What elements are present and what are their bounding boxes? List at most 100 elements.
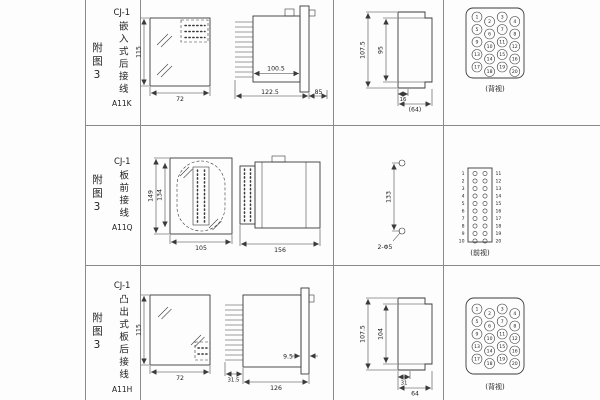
rear-terminal-studs [225, 304, 243, 361]
table-grid [85, 0, 600, 400]
terminal-pin [484, 16, 495, 27]
dim-text-total: 126 [270, 385, 282, 392]
model-name: CJ-1 [113, 281, 131, 291]
terminal-pin-number: 3 [501, 15, 504, 21]
terminal-pin-number: 8 [462, 224, 465, 230]
terminal-pin-number: 3 [462, 186, 465, 192]
a11h-front-view: 115 72 [136, 294, 211, 382]
row-a11k-header: 附图3 CJ-1 嵌入式后接线 A11K [85, 0, 140, 125]
row-a11q-header: 附图3 CJ-1 板前接线 A11Q [85, 125, 140, 265]
figure-a11h: 115 72 9.5 31.5 126 107.5 104 [136, 287, 525, 398]
a11k-panel-cutout: 107.5 95 16 (64) [360, 11, 433, 114]
terminal-pin [482, 201, 488, 206]
view-caption: (前视) [470, 248, 490, 257]
terminal-strip-outline [467, 167, 493, 243]
dim-text-outer-height: 107.5 [360, 41, 367, 59]
dim-text-outer-height: 149 [148, 190, 155, 202]
model-code: A11K [112, 99, 132, 108]
model-code: A11H [112, 384, 133, 394]
terminal-pin [509, 28, 521, 40]
dim-text-studs: 31.5 [227, 378, 239, 384]
terminal-pin [496, 36, 508, 48]
model-name: CJ-1 [113, 157, 131, 167]
terminal-pin [496, 303, 508, 315]
terminal-pin [471, 49, 483, 60]
terminal-pin [484, 41, 495, 52]
terminal-pin [471, 36, 483, 48]
terminal-pin-number: 10 [487, 44, 493, 50]
terminal-pin [509, 308, 521, 319]
terminal-pin [472, 231, 478, 236]
terminal-pin-number: 7 [501, 27, 504, 33]
terminal-pin-number: 9 [476, 40, 479, 46]
terminal-pin-number: 17 [496, 216, 502, 222]
terminal-pin [484, 28, 495, 40]
terminal-pin-number: 5 [476, 319, 479, 325]
terminal-pin-number: 6 [488, 32, 491, 38]
view-caption: (背视) [485, 382, 505, 391]
terminal-pin [482, 193, 488, 199]
terminal-pin-number: 11 [496, 171, 502, 177]
terminal-pin-number: 5 [462, 201, 465, 207]
terminal-pin [509, 53, 521, 65]
extension-lines [154, 157, 233, 244]
terminal-pin-number: 1 [476, 307, 479, 313]
terminal-plate-outline [465, 297, 525, 375]
dim-text-width: (64) [409, 107, 422, 114]
figure-number-label: 附图3 [91, 311, 103, 354]
terminal-pin-number: 16 [496, 209, 502, 215]
cutout-outline [397, 297, 433, 371]
terminal-pin-number: 13 [474, 344, 480, 350]
terminal-pin-number: 9 [476, 332, 479, 338]
terminal-pin [496, 341, 508, 352]
a11k-side-view: 100.5 122.5 85 [234, 5, 328, 99]
dim-text-inner-height: 104 [378, 328, 385, 340]
terminal-pin-number: 14 [487, 57, 493, 63]
dim-text-small: 31 [401, 381, 408, 387]
top-latch [284, 8, 295, 17]
terminal-pin-number: 18 [487, 69, 493, 75]
mounting-type-label: 嵌入式后接线 [116, 21, 128, 96]
terminal-pin-number: 14 [496, 194, 502, 200]
dim-text-flange: 9.5 [283, 354, 293, 361]
row-a11h-header: 附图3 CJ-1 凸出式板后接线 A11H [85, 265, 140, 400]
terminal-pin-number: 4 [513, 19, 516, 25]
terminal-pin-number: 13 [474, 52, 480, 58]
a11q-side-view: 156 [239, 155, 321, 254]
terminal-pin-number: 2 [488, 311, 491, 317]
terminal-pin [471, 303, 483, 315]
dim-text-total: 122.5 [261, 89, 279, 96]
terminal-pin [482, 186, 488, 191]
rear-terminal-studs [235, 21, 253, 78]
terminal-pin [471, 24, 483, 35]
body-section-lines [261, 162, 307, 228]
hole-note: 2-Φ5 [378, 244, 393, 251]
extension-lines [366, 297, 433, 390]
terminal-pin [471, 61, 483, 73]
terminal-pin-number: 16 [512, 57, 518, 63]
terminal-block-dashed [194, 341, 211, 361]
terminal-pin [484, 66, 495, 77]
terminal-pin [509, 333, 521, 344]
terminal-pin-number: 4 [462, 194, 465, 200]
terminal-dots [196, 169, 206, 223]
terminal-pin [471, 353, 483, 365]
terminal-block [239, 165, 256, 225]
terminal-pin-number: 15 [496, 201, 502, 207]
terminal-pin [509, 16, 521, 27]
terminal-pin-number: 20 [496, 239, 502, 245]
terminal-pin-number: 7 [501, 319, 504, 325]
dim-text-height: 115 [136, 324, 143, 336]
terminal-pin-number: 2 [488, 19, 491, 25]
terminal-pin [484, 308, 495, 319]
dim-text-inner-height: 134 [157, 189, 164, 201]
terminal-pin [496, 61, 508, 73]
terminal-pin [484, 320, 495, 332]
terminal-pin [471, 316, 483, 327]
terminal-pin [472, 178, 478, 184]
terminal-pin [482, 216, 488, 221]
terminal-pin-number: 17 [474, 357, 480, 363]
